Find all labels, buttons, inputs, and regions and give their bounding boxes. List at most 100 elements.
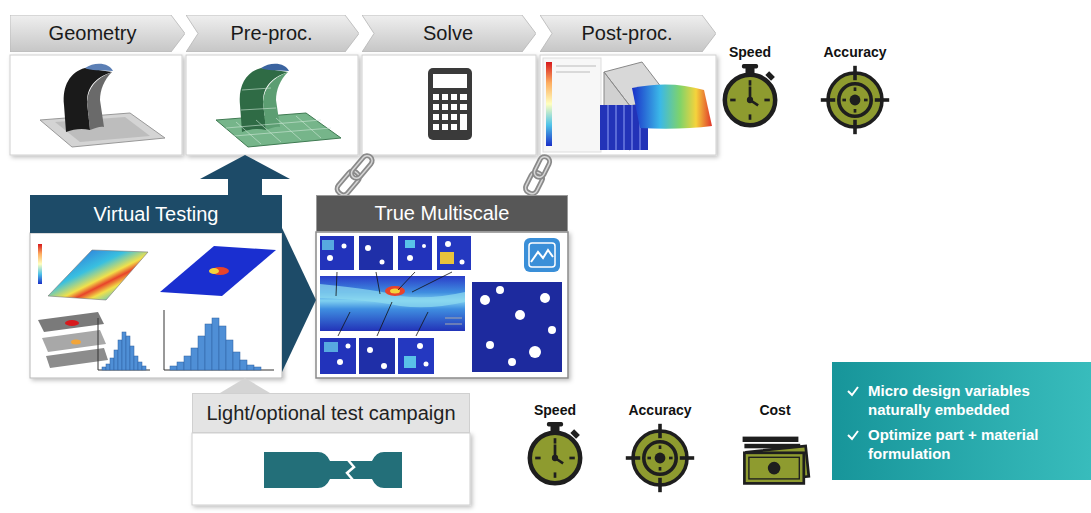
microstructure-images bbox=[336, 272, 337, 296]
microstructure-images bbox=[385, 286, 405, 296]
test-contour-images bbox=[205, 324, 212, 370]
calculator-icon bbox=[433, 94, 439, 100]
metric-label: Accuracy bbox=[795, 44, 915, 60]
test-contour-images bbox=[164, 310, 165, 370]
test-contour-images bbox=[233, 352, 240, 370]
test-contour-images bbox=[102, 332, 146, 370]
test-contour-images bbox=[71, 340, 81, 345]
panel-header: True Multiscale bbox=[316, 195, 568, 232]
test-contour-images bbox=[142, 366, 146, 370]
meshed-blade bbox=[216, 64, 341, 147]
microstructure-images bbox=[337, 343, 429, 369]
meshed-blade bbox=[256, 120, 281, 142]
meshed-blade bbox=[234, 128, 331, 136]
meshed-blade bbox=[261, 64, 289, 71]
image-panel bbox=[192, 433, 470, 505]
microstructure-images bbox=[460, 260, 465, 265]
microstructure-images bbox=[327, 255, 333, 261]
image-box bbox=[540, 55, 716, 155]
microstructure-images bbox=[320, 338, 356, 374]
microstructure-images bbox=[338, 312, 350, 336]
connector bbox=[282, 228, 316, 372]
image-panel bbox=[316, 232, 568, 378]
result-plot bbox=[543, 58, 601, 152]
microstructure-images bbox=[548, 326, 556, 334]
calculator-icon bbox=[433, 104, 439, 110]
microstructure-images bbox=[445, 318, 462, 319]
bullet-row: Micro design variables naturally embedde… bbox=[846, 381, 1081, 419]
chain-link bbox=[335, 169, 361, 197]
calculator-icon bbox=[451, 114, 457, 120]
microstructure-images bbox=[377, 302, 392, 336]
bullet-row: Optimize part + material formulation bbox=[846, 425, 1081, 463]
step-label: Geometry bbox=[49, 22, 147, 45]
connector bbox=[335, 154, 374, 197]
test-contour-images bbox=[212, 318, 219, 370]
microstructure-images bbox=[412, 272, 452, 292]
metric-label: Speed bbox=[690, 44, 810, 60]
metric-label: Cost bbox=[715, 402, 835, 418]
money-icon bbox=[743, 437, 809, 484]
microstructure-images bbox=[359, 338, 395, 374]
test-contour-images bbox=[65, 320, 79, 326]
chevron-shape bbox=[186, 15, 359, 52]
dogbone-specimen bbox=[264, 452, 402, 488]
calculator-icon bbox=[428, 68, 472, 140]
benefit-box: Micro design variables naturally embedde… bbox=[832, 362, 1091, 480]
meshed-blade bbox=[226, 88, 331, 144]
image-box bbox=[10, 55, 716, 155]
test-contour-images bbox=[170, 366, 177, 370]
test-contour-images bbox=[106, 364, 110, 370]
chain-link bbox=[533, 155, 552, 179]
block-arrow bbox=[220, 378, 270, 393]
test-contour-images bbox=[170, 318, 261, 370]
calculator-icon bbox=[442, 104, 448, 110]
test-contour-images bbox=[38, 244, 276, 370]
blade-geometry bbox=[85, 64, 113, 71]
panel-header: Light/optional test campaign bbox=[192, 393, 470, 433]
calculator-icon bbox=[442, 124, 448, 130]
metric-label: Speed bbox=[495, 402, 615, 418]
step-chevron: Post-proc. bbox=[540, 15, 716, 155]
calculator-icon bbox=[451, 124, 457, 130]
microstructure-images bbox=[320, 284, 465, 307]
meshed-blade bbox=[226, 120, 321, 128]
calculator-icon bbox=[460, 114, 467, 130]
microstructure-images bbox=[398, 236, 432, 270]
panel-title: Virtual Testing bbox=[94, 203, 219, 226]
calculator-icon bbox=[428, 68, 472, 140]
result-plot bbox=[615, 105, 617, 150]
microstructure-images bbox=[320, 236, 354, 270]
blade-geometry bbox=[87, 72, 112, 130]
microstructure-images bbox=[346, 344, 351, 349]
test-contour-images bbox=[122, 332, 126, 370]
test-panel: Light/optional test campaign bbox=[192, 393, 470, 505]
result-plot bbox=[607, 105, 609, 150]
image-box bbox=[10, 55, 182, 155]
microstructure-images bbox=[508, 358, 516, 366]
microstructure-images bbox=[424, 362, 429, 367]
result-plot bbox=[546, 62, 552, 146]
microstructure-images bbox=[440, 252, 454, 264]
microstructure-images bbox=[529, 243, 555, 267]
target-icon bbox=[821, 66, 889, 134]
image-box bbox=[362, 55, 536, 155]
chain-link bbox=[533, 155, 552, 179]
step-chevron: Geometry bbox=[10, 15, 185, 155]
meshed-blade bbox=[242, 88, 271, 90]
microstructure-images bbox=[365, 245, 371, 251]
calculator-icon bbox=[433, 74, 467, 88]
microstructure-images bbox=[381, 363, 387, 369]
test-contour-images bbox=[177, 362, 184, 370]
result-plot bbox=[632, 84, 712, 128]
calculator-icon bbox=[433, 124, 439, 130]
microstructure-images bbox=[398, 338, 434, 374]
microstructure-images bbox=[445, 241, 451, 247]
dogbone-specimen bbox=[347, 460, 354, 480]
chevron-header: Pre-proc. bbox=[186, 15, 359, 52]
check-mark bbox=[846, 384, 860, 398]
microstructure-images bbox=[337, 359, 343, 365]
image-box bbox=[186, 55, 358, 155]
benefit-text: Micro design variables naturally embedde… bbox=[868, 381, 1081, 419]
